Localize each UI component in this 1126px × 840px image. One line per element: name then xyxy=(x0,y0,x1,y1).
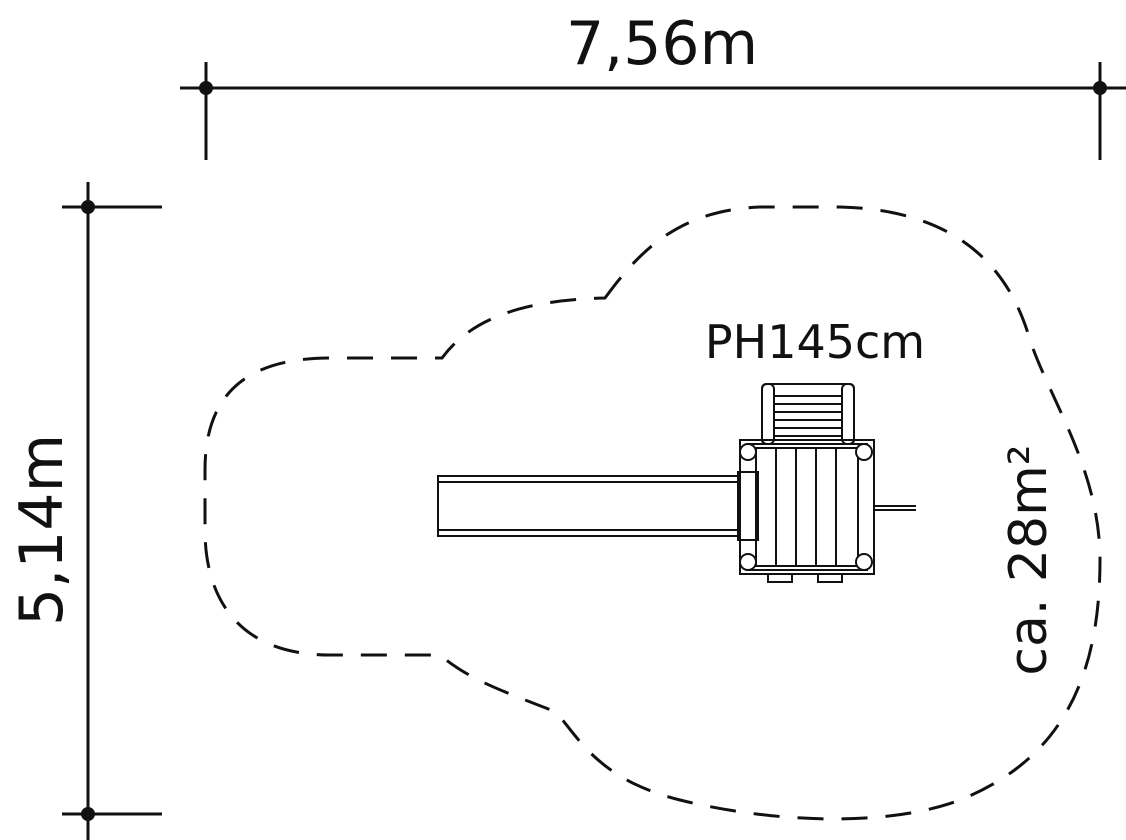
corner-post xyxy=(739,553,757,571)
width-end-dot-left xyxy=(199,81,213,95)
platform-deck xyxy=(755,447,859,567)
slide-entry xyxy=(737,471,759,541)
depth-label: 5,14m xyxy=(7,434,77,626)
ladder-post-right xyxy=(841,383,855,445)
safety-area-label: ca. 28m² xyxy=(999,444,1059,675)
platform-height-label: PH145cm xyxy=(705,315,925,369)
corner-post xyxy=(855,443,873,461)
corner-post xyxy=(739,443,757,461)
width-end-dot-right xyxy=(1093,81,1107,95)
width-label: 7,56m xyxy=(566,9,758,79)
width-dimension: 7,56m xyxy=(180,9,1126,160)
ladder-post-left xyxy=(761,383,775,445)
depth-dimension: 5,14m xyxy=(7,182,162,840)
platform-frame xyxy=(739,439,875,575)
play-tower xyxy=(437,383,916,583)
safety-zone-outline xyxy=(203,205,1102,821)
depth-end-dot-top xyxy=(81,200,95,214)
slide-chute xyxy=(437,475,739,537)
depth-end-dot-bottom xyxy=(81,807,95,821)
foot-anchor xyxy=(767,573,793,583)
foot-anchor xyxy=(817,573,843,583)
slide xyxy=(437,471,759,541)
corner-post xyxy=(855,553,873,571)
ladder xyxy=(761,383,855,445)
platform xyxy=(739,439,916,583)
